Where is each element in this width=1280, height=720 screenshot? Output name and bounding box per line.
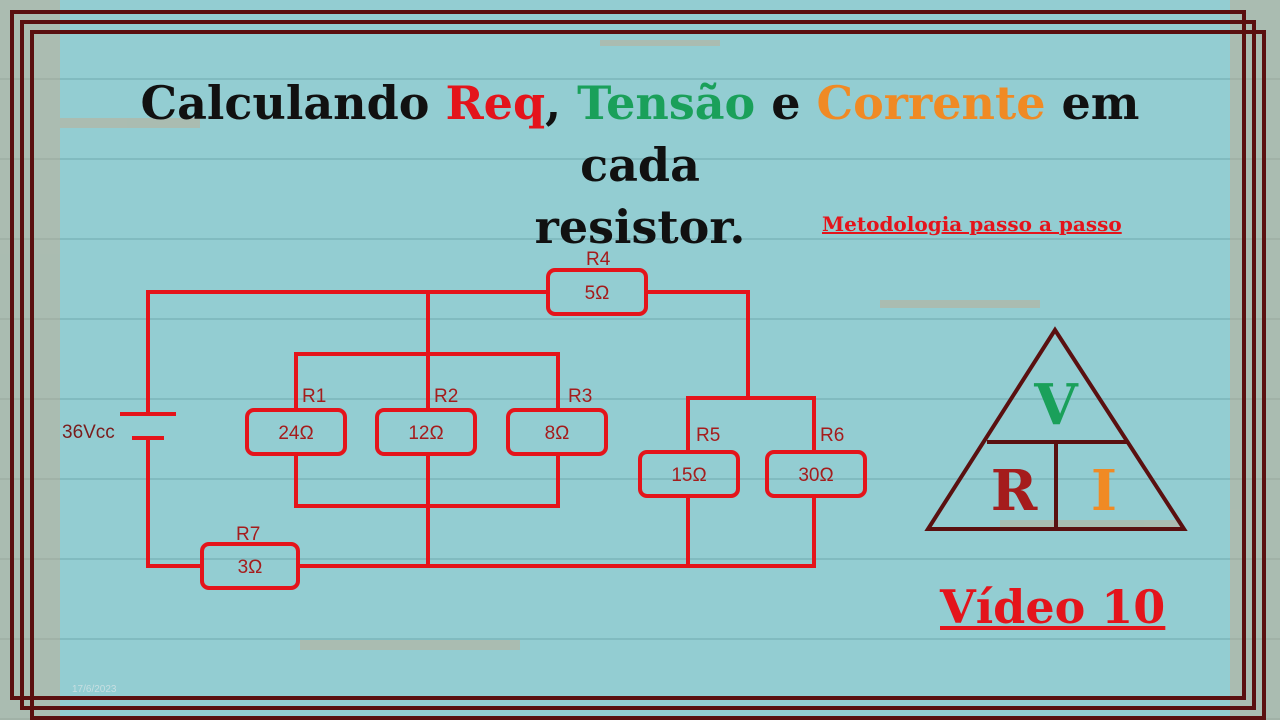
r2-value: 12Ω: [408, 423, 443, 444]
methodology-subtitle: Metodologia passo a passo: [822, 212, 1122, 236]
resistor-r5: [638, 450, 740, 498]
title-part1: Calculando: [140, 76, 446, 130]
r5-value: 15Ω: [671, 465, 706, 486]
triangle-v: V: [1033, 372, 1079, 438]
r4-value: 5Ω: [585, 283, 610, 304]
title-tensao: Tensão: [577, 76, 756, 130]
date-stamp: 17/6/2023: [72, 684, 117, 695]
battery-symbol: [120, 412, 176, 440]
title-line2: resistor.: [534, 200, 746, 254]
r6-value: 30Ω: [798, 465, 833, 486]
triangle-r: R: [991, 458, 1038, 524]
resistor-r1: [245, 408, 347, 456]
r1-value: 24Ω: [278, 423, 313, 444]
resistor-r6: [765, 450, 867, 498]
r2-name: R2: [434, 386, 458, 407]
title-e: e: [755, 76, 817, 130]
resistor-r2: [375, 408, 477, 456]
resistor-r7: [200, 542, 300, 590]
ohms-law-triangle: V R I: [924, 326, 1188, 531]
video-number: Vídeo 10: [940, 580, 1166, 634]
r1-name: R1: [302, 386, 326, 407]
page-title: Calculando Req, Tensão e Corrente em cad…: [80, 72, 1200, 258]
r3-value: 8Ω: [545, 423, 570, 444]
title-corrente: Corrente: [816, 76, 1046, 130]
r4-name: R4: [586, 249, 611, 270]
r7-value: 3Ω: [238, 557, 263, 578]
title-part2: em cada: [580, 76, 1140, 192]
resistor-r4: [546, 268, 648, 316]
r5-name: R5: [696, 425, 720, 446]
title-comma: ,: [545, 76, 578, 130]
r7-name: R7: [236, 524, 260, 545]
source-label: 36Vcc: [62, 422, 115, 443]
r3-name: R3: [568, 386, 592, 407]
title-req: Req: [445, 76, 546, 130]
circuit-wires: [146, 290, 816, 568]
r6-name: R6: [820, 425, 844, 446]
resistor-r3: [506, 408, 608, 456]
triangle-i: I: [1091, 458, 1117, 524]
